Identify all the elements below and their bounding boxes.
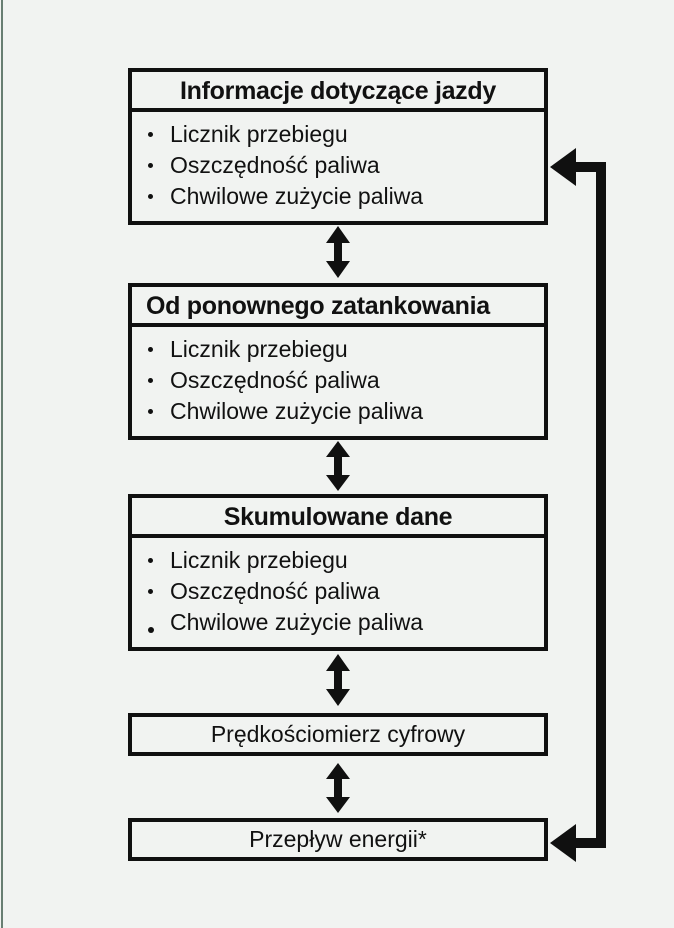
node-accumulated-data[interactable]: Skumulowane dane Licznik przebiegu Oszcz… [128, 494, 548, 651]
list-item: Chwilowe zużycie paliwa [132, 181, 544, 212]
node-title-accumulated-data: Skumulowane dane [132, 498, 544, 538]
list-item: Chwilowe zużycie paliwa [132, 396, 544, 427]
list-item: Licznik przebiegu [132, 119, 544, 150]
list-item: Chwilowe zużycie paliwa [132, 607, 544, 638]
node-body-accumulated-data: Licznik przebiegu Oszczędność paliwa Chw… [132, 538, 544, 647]
connector-node3-node4 [322, 654, 354, 706]
node-body-driving-information: Licznik przebiegu Oszczędność paliwa Chw… [132, 112, 544, 221]
bullet-list-driving-information: Licznik przebiegu Oszczędność paliwa Chw… [132, 119, 544, 212]
list-item: Oszczędność paliwa [132, 576, 544, 607]
bullet-list-accumulated-data: Licznik przebiegu Oszczędność paliwa Chw… [132, 545, 544, 638]
connector-node4-node5 [322, 763, 354, 813]
wrap-around-loop-arrow [548, 140, 618, 870]
node-label-digital-speedometer: Prędkościomierz cyfrowy [210, 721, 466, 747]
connector-node1-node2 [322, 226, 354, 278]
node-title-since-refuelling: Od ponownego zatankowania [132, 287, 544, 327]
node-body-since-refuelling: Licznik przebiegu Oszczędność paliwa Chw… [132, 327, 544, 436]
page-edge-artifact [1, 0, 3, 928]
list-item: Oszczędność paliwa [132, 150, 544, 181]
list-item: Oszczędność paliwa [132, 365, 544, 396]
node-digital-speedometer[interactable]: Prędkościomierz cyfrowy [128, 713, 548, 756]
node-driving-information[interactable]: Informacje dotyczące jazdy Licznik przeb… [128, 68, 548, 225]
node-title-driving-information: Informacje dotyczące jazdy [132, 72, 544, 112]
list-item: Licznik przebiegu [132, 334, 544, 365]
node-label-energy-flow: Przepływ energii* [249, 826, 427, 852]
list-item: Licznik przebiegu [132, 545, 544, 576]
connector-node2-node3 [322, 441, 354, 491]
node-since-refuelling[interactable]: Od ponownego zatankowania Licznik przebi… [128, 283, 548, 440]
bullet-list-since-refuelling: Licznik przebiegu Oszczędność paliwa Chw… [132, 334, 544, 427]
node-energy-flow[interactable]: Przepływ energii* [128, 818, 548, 861]
